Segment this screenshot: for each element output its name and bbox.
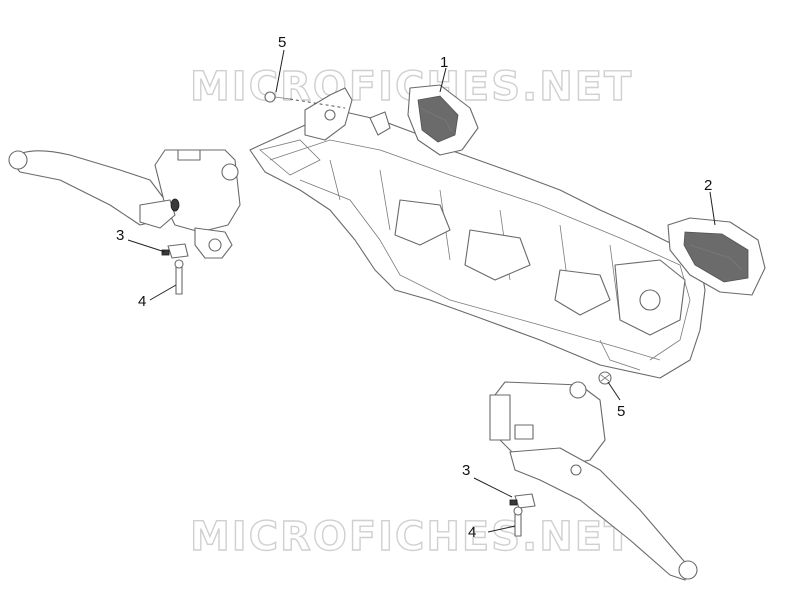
- leader-lines: [127, 49, 716, 533]
- left-switch-clip: [161, 243, 189, 259]
- callout-5-right: 5: [617, 403, 625, 420]
- right-screw: [513, 506, 523, 537]
- callout-4-right: 4: [468, 524, 476, 541]
- callout-2: 2: [704, 177, 712, 194]
- right-switch-clip: [509, 493, 536, 509]
- left-master-cylinder: [8, 149, 241, 259]
- callout-5-top: 5: [278, 34, 286, 51]
- screw-top: [264, 91, 291, 103]
- handlebar-frame: [249, 87, 706, 379]
- callout-3-right: 3: [462, 462, 470, 479]
- left-screw: [174, 259, 184, 295]
- callout-1: 1: [440, 54, 448, 71]
- left-switch-housing: [407, 84, 479, 156]
- callout-4-left: 4: [138, 293, 146, 310]
- callout-3-left: 3: [116, 227, 124, 244]
- right-switch-housing: [667, 217, 766, 296]
- watermark-bottom: MICROFICHES.NET: [190, 514, 633, 560]
- nut-right: [598, 371, 612, 385]
- right-master-cylinder: [489, 381, 698, 581]
